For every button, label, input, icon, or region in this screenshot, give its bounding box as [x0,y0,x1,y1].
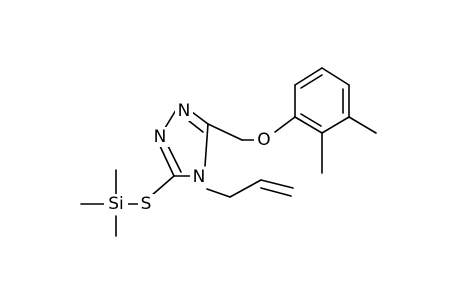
bond-ar5-ar6 [321,116,350,134]
atom-label-o: O [257,130,270,150]
bond-ar2-ar3 [294,67,323,86]
bond-c3-s [150,175,175,197]
bond-n1-n2 [164,109,177,129]
bond-allyl-ch2-ch [229,179,262,198]
bond-c5-n1-double-inner [188,120,204,133]
bond-ar6-ar1 [294,116,323,134]
bond-allyl-ch-ch2-double-inner [260,187,292,197]
atom-label-si: Si [108,194,124,214]
atom-label-n1: N [178,101,191,121]
bond-allyl-ch-ch2-double [260,179,294,189]
bond-ar2-ar3-inner [300,74,323,89]
atom-label-n2: N [154,127,167,147]
bond-n2-c3-double-inner [167,145,182,173]
bond-n4-ch2 [206,188,231,198]
atom-label-n4: N [193,167,206,187]
bond-c5-ch2 [207,123,243,141]
bond-ar6-ar1-inner [300,113,322,127]
bond-c5-n1-double [191,111,209,125]
bond-ar5-methyl [348,116,377,134]
bond-layer [80,67,377,237]
bond-o-aryl [274,116,296,133]
bond-n4-c5 [204,123,209,167]
atom-label-layer: N N N O S Si [104,101,274,214]
bond-n2-c3-double [159,145,175,177]
atom-label-s: S [141,194,152,214]
bond-ar3-ar4 [321,67,350,86]
